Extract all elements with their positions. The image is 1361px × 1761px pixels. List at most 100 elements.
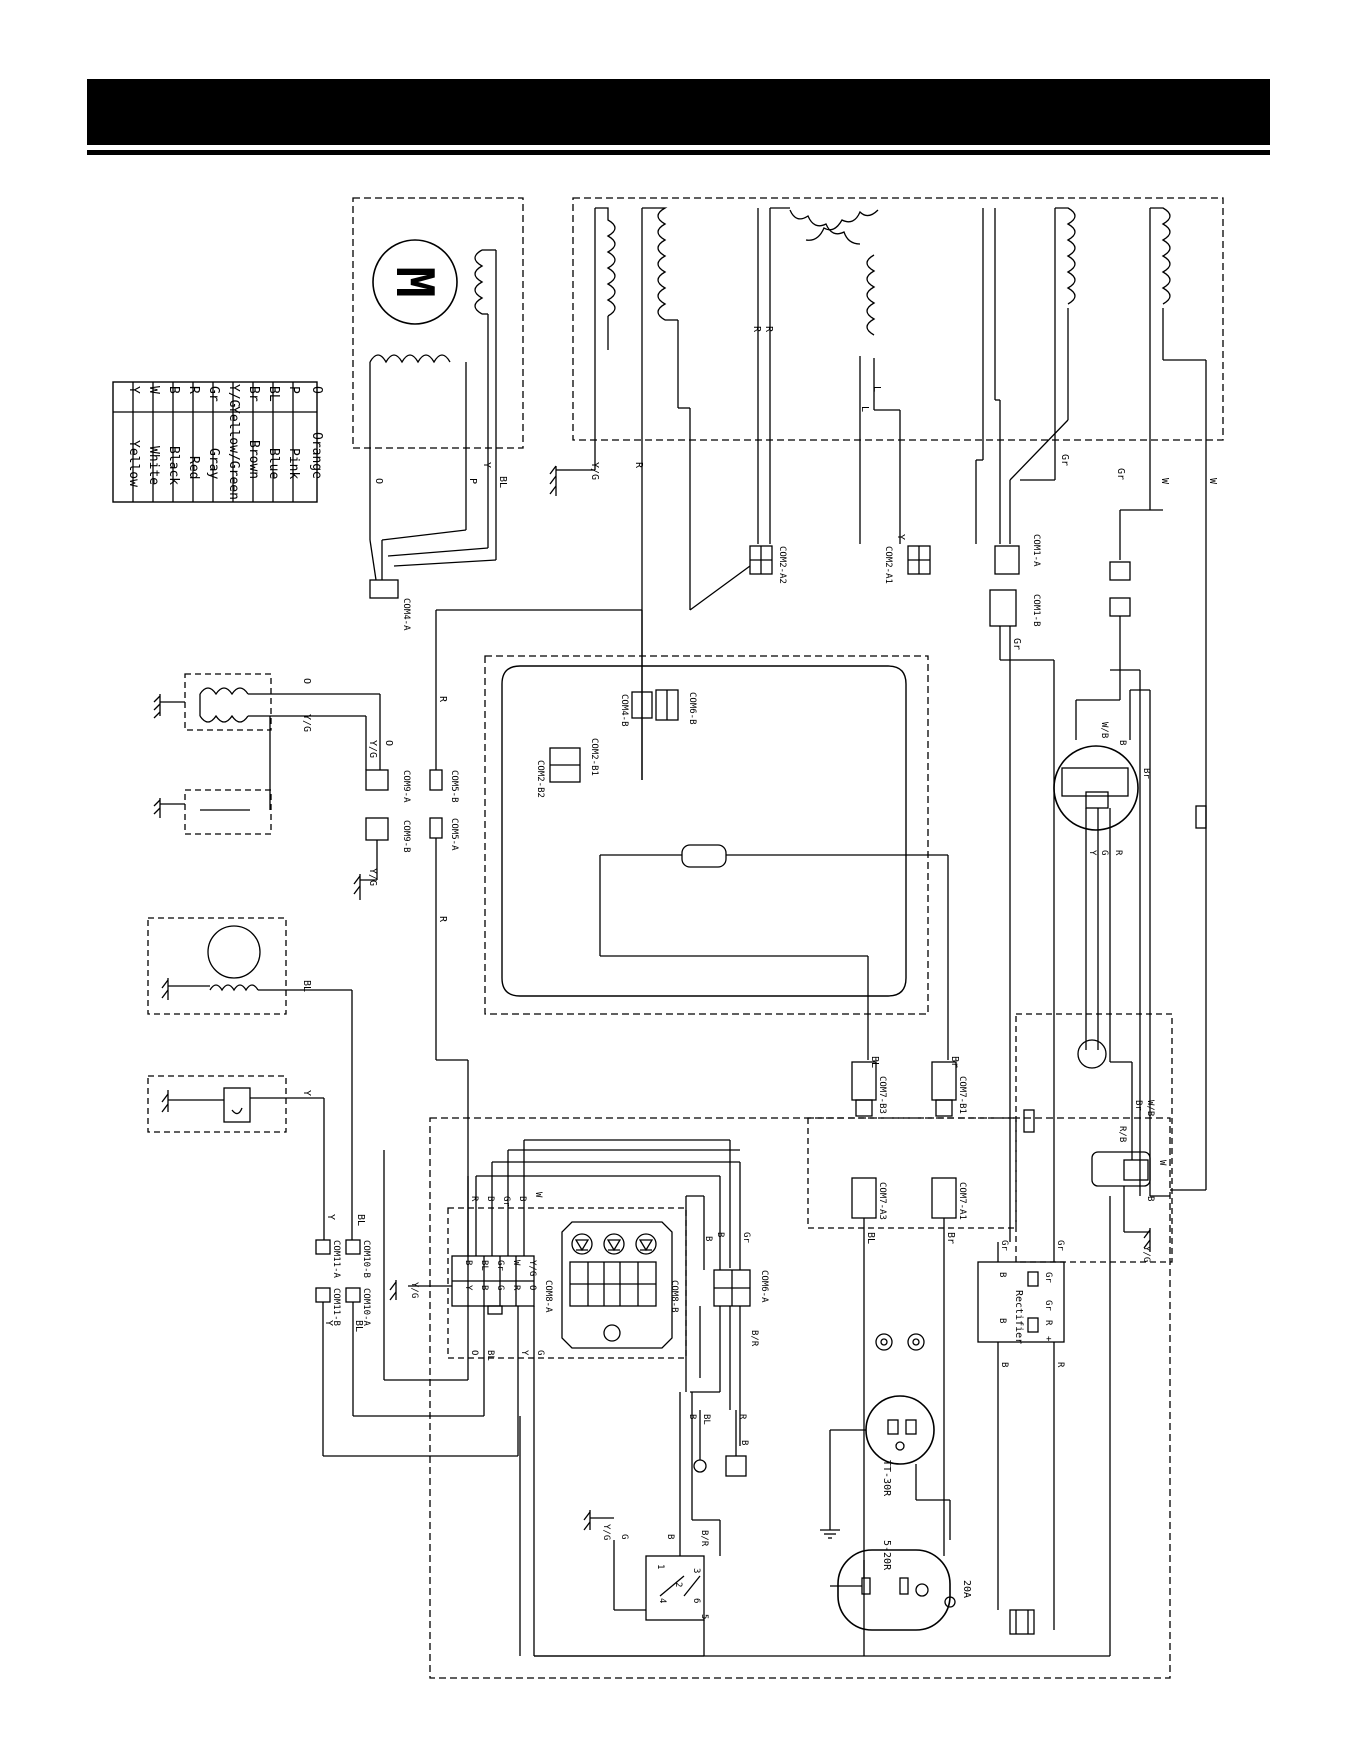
com7-br: Br: [945, 1232, 956, 1244]
p-y: Y: [519, 1350, 529, 1356]
legend-name-5: Gray: [206, 448, 221, 479]
com11-b-connector: [315, 1287, 331, 1303]
com1-b-label: COM1-B: [1031, 594, 1041, 627]
rect-pin-b2: B: [997, 1318, 1007, 1323]
spark-plug-block: COM9-B Y/G: [153, 789, 411, 900]
stator-coil-4: [805, 209, 879, 241]
switch-pin-3: 3: [691, 1568, 701, 1573]
com5-b-connector: [429, 769, 443, 791]
com6-a-label: COM6-A: [759, 1270, 769, 1303]
stator-w-label: W: [1159, 478, 1170, 485]
com5-a-connector: [429, 817, 443, 839]
switch-pin-6: 6: [691, 1598, 701, 1603]
stator-connectors: COM2-A2 COM2-A1 COM1-A COM1-B Y Gr: [641, 399, 1163, 780]
stepper-circle: [1053, 745, 1139, 831]
p-o: O: [469, 1350, 479, 1355]
rect-pin-r: R: [1043, 1320, 1053, 1326]
com2-b2-label: COM2-B2: [535, 760, 545, 798]
com2-a1-label: COM2-A1: [883, 546, 893, 584]
com10-bl-label: BL: [355, 1214, 366, 1226]
switch-pin-5: 5: [699, 1614, 709, 1619]
outlets: TT-30R 5-20R 20A: [820, 1333, 972, 1631]
breaker-label: 20A: [961, 1580, 972, 1598]
control-fuse: [681, 844, 727, 868]
legend-code-2: BL: [266, 386, 281, 402]
legend-name-9: Yellow: [126, 440, 141, 487]
com9-b-connector: [365, 817, 389, 841]
com4-a-connector: [369, 579, 399, 599]
wire-label-o: O: [373, 478, 384, 484]
com1-b-gr-label: Gr: [1011, 638, 1022, 650]
tt30r-label: TT-30R: [881, 1460, 892, 1497]
com11-a-label: COM11-A: [331, 1240, 341, 1279]
control-module: COM4-B COM6-B COM2-B1 COM2-B2 BL Br: [484, 655, 960, 1068]
legend-name-8: White: [146, 446, 161, 485]
com8-pin-8: B: [463, 1260, 473, 1265]
p-br: B/R: [749, 1330, 759, 1347]
p-b3: B: [703, 1236, 713, 1241]
rect-pin-plus: +: [1043, 1336, 1053, 1342]
legend-code-7: B: [166, 386, 181, 394]
p-b4: B: [715, 1232, 725, 1237]
com9-b-yg-label: Y/G: [367, 868, 378, 886]
inline-fuse-1: [1023, 1109, 1035, 1133]
com5-r-label: R: [437, 696, 448, 703]
inverter-module: [561, 1221, 673, 1349]
stator-coil-6: [1055, 207, 1076, 305]
ignition-yg-label: Y/G: [301, 714, 312, 732]
com7-a1-label: COM7-A1: [957, 1182, 967, 1220]
stator-r-label-2: R: [751, 326, 762, 333]
p-gr: Gr: [501, 1196, 511, 1207]
com1-a-label: COM1-A: [1031, 534, 1041, 567]
socket-connector: [1109, 597, 1131, 617]
com9-yg-label: Y/G: [367, 740, 378, 758]
switch-b: B: [665, 1534, 675, 1539]
legend-code-6: R: [186, 386, 201, 394]
plug-connector: [1109, 561, 1131, 581]
com8-pin-4: Gr: [495, 1260, 505, 1271]
wire-label-y: Y: [481, 462, 492, 468]
com5-a-label: COM5-A: [449, 818, 459, 851]
com8-pin-3: R: [511, 1285, 521, 1291]
ignition-coil-block: O Y/G Y/G O COM9-A: [153, 673, 411, 810]
stepper-br: Br: [1141, 768, 1151, 779]
idle-wb: W/B: [1145, 1100, 1155, 1116]
rect-gr-wire: Gr: [999, 1240, 1009, 1251]
rect-pin-gr: Gr: [1043, 1272, 1053, 1283]
dc-terminal: [1009, 1609, 1035, 1635]
header-rule: [87, 150, 1270, 155]
com9-b-label: COM9-B: [401, 820, 411, 853]
stepper-connector: [1085, 791, 1109, 809]
p-r2: R: [737, 1414, 747, 1420]
rect-pin-gr2: Gr: [1043, 1300, 1053, 1311]
stator-gr-label-2: Gr: [1115, 468, 1126, 480]
switch-pin-1: 1: [655, 1564, 665, 1569]
p-b6: B: [739, 1440, 749, 1445]
com8-pin-5: G: [495, 1285, 505, 1290]
wire-label-p: P: [467, 478, 478, 484]
stator-l-label: L: [871, 386, 882, 392]
rect-gr-wire2: Gr: [1055, 1240, 1065, 1251]
switch-yg: Y/G: [601, 1524, 611, 1540]
idle-control-box: Br W/B R/B W B Y/G: [1015, 1013, 1173, 1263]
com8-a-label: COM8-A: [543, 1280, 553, 1313]
5-20r-label: 5-20R: [881, 1540, 892, 1571]
com5-b-label: COM5-B: [449, 770, 459, 803]
com10-b-label: COM10-B: [361, 1240, 371, 1278]
com2-a2-label: COM2-A2: [777, 546, 787, 584]
inline-fuse-2: [1195, 805, 1207, 829]
breaker-20a: [944, 1596, 956, 1608]
wire-label-bl: BL: [497, 476, 508, 488]
stator-coil-5: [866, 254, 876, 336]
com10-a-bl-label: BL: [353, 1320, 364, 1332]
motor-coil-1: [369, 354, 451, 364]
stator-coil-3: [789, 209, 861, 245]
legend-code-4: Y/G: [226, 384, 241, 408]
idle-yg: Y/G: [1141, 1246, 1151, 1262]
com11-b-y-label: Y: [323, 1320, 334, 1326]
switch-br: B/R: [699, 1530, 709, 1547]
stator-coil-7: [1150, 207, 1171, 305]
com8-pin-1: O: [527, 1285, 537, 1290]
legend-name-2: Blue: [266, 448, 281, 479]
p-r: R: [469, 1196, 479, 1202]
